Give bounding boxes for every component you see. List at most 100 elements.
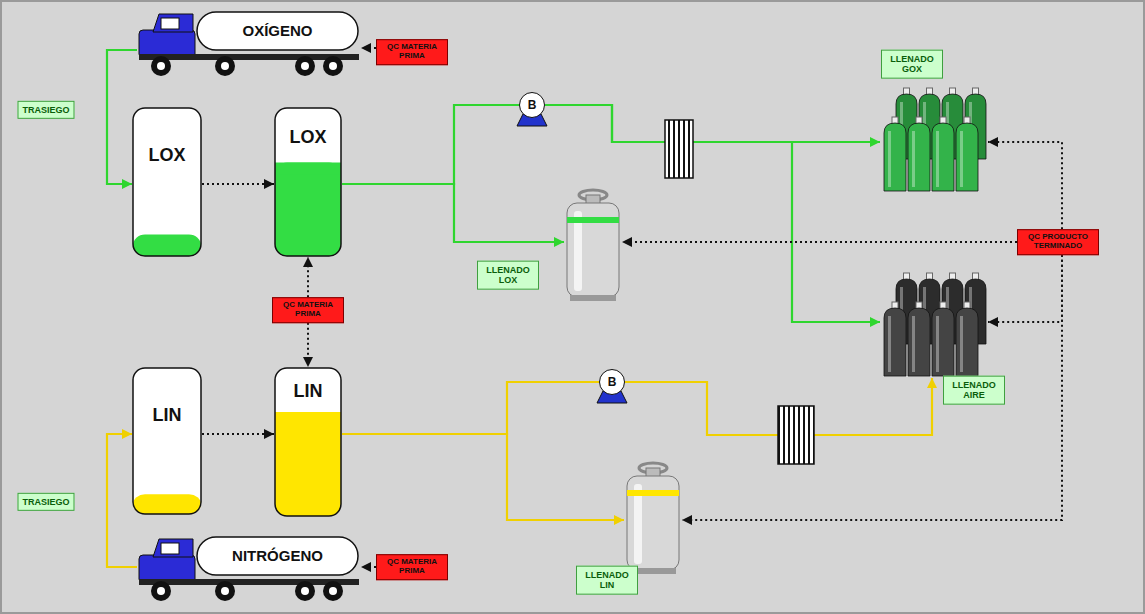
storage-tank: LIN [274,367,342,517]
cylinder-highlight [912,131,915,187]
truck-tank [197,12,358,50]
tank-outline [275,368,341,516]
tag-text: QC MATERIA PRIMA [381,558,443,576]
truck-wheel [323,56,343,76]
gas-cylinder [956,308,978,376]
tag-text: TRASIEGO [22,497,69,507]
gas-cylinder [932,308,954,376]
dewar-filling: LLENADO LOX [564,187,622,303]
cylinder-highlight [912,316,915,372]
gas-cylinder [908,123,930,191]
filling-label: LLENADO LOX [482,265,534,286]
flow-pipe [342,382,599,434]
storage-tank: LOX [132,107,202,257]
tank-body [275,108,341,256]
filling-label: LLENADO AIRE [948,380,1000,401]
flow-pipe [342,434,624,520]
truck-wheel [295,581,315,601]
cylinder-highlight [888,316,891,372]
tank-label: LIN [274,381,342,402]
control-connector [988,142,1062,229]
control-connector [307,257,309,297]
dewar-body [627,476,679,570]
truck-hub [329,62,337,70]
tank-illustration [132,107,202,257]
gas-cylinder [908,308,930,376]
qc-tag: QC MATERIA PRIMA [376,39,448,65]
pump-symbol: B [519,92,545,118]
truck-cab-top [153,539,193,557]
control-connector [202,433,274,435]
control-connector [682,255,1062,520]
control-connector [361,566,376,568]
truck-label: OXÍGENO [199,12,356,50]
cylinder-highlight [888,131,891,187]
tanker-truck: NITRÓGENO [137,535,361,603]
tank-outline [275,108,341,256]
tank-liquid [275,412,341,516]
tag-text: TRASIEGO [22,105,69,115]
gas-cylinder [932,123,954,191]
cylinder-highlight [960,316,963,372]
cylinder-highlight [936,131,939,187]
truck-illustration [137,10,361,78]
control-connector [622,241,1017,243]
tank-illustration [132,367,202,515]
tank-liquid [275,163,341,257]
vaporizer-symbol [665,120,693,178]
control-connector [988,255,1062,322]
truck-hub [157,587,165,595]
step-tag: TRASIEGO [17,101,74,119]
pump-label: B [528,98,537,112]
cylinder-highlight [936,316,939,372]
tank-body [133,108,201,256]
truck-cab [139,555,195,583]
control-connector [361,47,376,49]
tag-text: QC PRODUCTO TERMINADO [1022,233,1094,251]
step-tag: TRASIEGO [17,493,74,511]
gas-cylinder [884,123,906,191]
qc-tag: QC MATERIA PRIMA [376,554,448,580]
tag-text: QC MATERIA PRIMA [381,43,443,61]
truck-tank [197,537,358,575]
tanker-truck: OXÍGENO [137,10,361,78]
truck-wheel [215,56,235,76]
pump-symbol: B [599,369,625,395]
tank-label: LIN [132,405,202,426]
control-connector [307,323,309,367]
tank-outline [133,108,201,256]
truck-wheel [151,581,171,601]
truck-wheel [151,56,171,76]
cylinder-group [880,87,988,193]
filling-label: LLENADO LIN [581,570,633,591]
tank-liquid [133,235,201,257]
tank-liquid [275,412,341,424]
dewar-band [627,490,679,496]
truck-hub [301,62,309,70]
truck-hub [157,62,165,70]
storage-tank: LOX [274,107,342,257]
truck-hub [329,587,337,595]
truck-hub [221,587,229,595]
vaporizer-symbol [778,406,814,464]
dewar-body [567,203,619,297]
control-connector [202,183,274,185]
truck-hub [301,587,309,595]
dewar-filling: LLENADO LIN [624,460,682,576]
tank-label: LOX [132,145,202,166]
truck-cab [139,30,195,58]
truck-window [161,18,179,29]
dewar-base [570,295,616,301]
cylinder-filling: LLENADO AIRE [880,272,988,378]
filling-tag: LLENADO LOX [477,261,539,290]
filling-tag: LLENADO LIN [576,566,638,595]
gas-cylinder [884,308,906,376]
truck-cab-top [153,14,193,32]
truck-hub [221,62,229,70]
cylinder-highlight [960,131,963,187]
cylinder-group [880,272,988,378]
tank-liquid [133,494,201,514]
tank-liquid [275,163,341,175]
